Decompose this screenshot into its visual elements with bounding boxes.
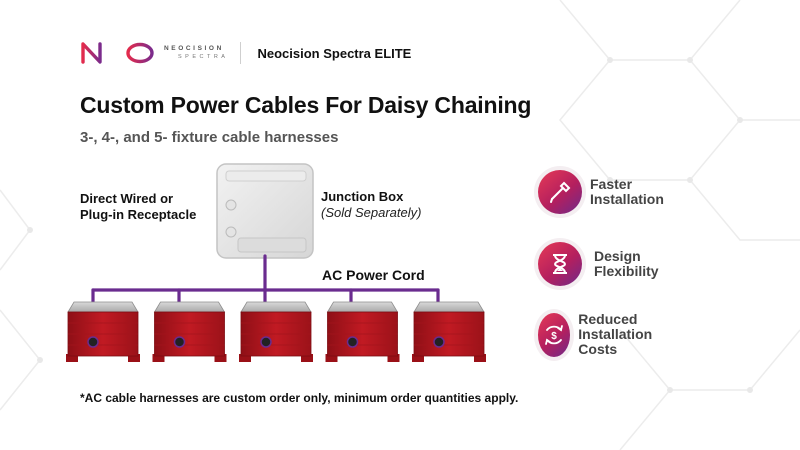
- feature-line1: Reduced: [578, 311, 638, 327]
- neo-logo: [81, 42, 154, 64]
- footnote: *AC cable harnesses are custom order onl…: [80, 391, 519, 405]
- header-divider: [240, 42, 242, 64]
- page-subtitle: 3-, 4-, and 5- fixture cable harnesses: [80, 129, 339, 146]
- logo-line1: NEOCISION: [164, 44, 224, 52]
- hourglass-icon: [538, 242, 582, 286]
- page-title: Custom Power Cables For Daisy Chaining: [80, 92, 532, 118]
- direct-wired-line1: Direct Wired or: [80, 191, 174, 206]
- fixtures-row: [66, 301, 486, 362]
- feature-line2: Flexibility: [594, 263, 659, 279]
- feature-line1: Faster: [590, 176, 633, 192]
- feature-line2: Installation Costs: [578, 326, 653, 357]
- feature-line2: Installation: [590, 191, 664, 207]
- feature-faster-installation: Faster Installation: [538, 170, 664, 214]
- header: NEOCISION SPECTRA Neocision Spectra ELIT…: [80, 40, 411, 66]
- screwdriver-icon: [538, 170, 582, 214]
- direct-wired-label: Direct Wired or Plug-in Receptacle: [80, 191, 196, 223]
- junction-box-label: Junction Box (Sold Separately): [321, 189, 421, 221]
- direct-wired-line2: Plug-in Receptacle: [80, 207, 197, 222]
- logo-subtext: NEOCISION SPECTRA: [164, 44, 229, 61]
- junction-box: [216, 163, 314, 259]
- junction-title: Junction Box: [321, 189, 404, 204]
- feature-reduced-costs: $ Reduced Installation Costs: [538, 312, 664, 357]
- dollar-arrows-icon: $: [538, 312, 571, 357]
- logo-line2: SPECTRA: [178, 54, 229, 60]
- ac-power-cord-label: AC Power Cord: [322, 267, 425, 283]
- fixture: [412, 301, 486, 362]
- product-name: Neocision Spectra ELITE: [257, 45, 412, 61]
- svg-text:$: $: [551, 331, 557, 342]
- fixture: [325, 301, 400, 362]
- feature-line1: Design: [594, 248, 641, 264]
- fixture: [66, 301, 140, 362]
- junction-sub: (Sold Separately): [321, 205, 422, 220]
- fixture: [152, 301, 227, 362]
- feature-design-flexibility: Design Flexibility: [538, 242, 659, 286]
- fixture: [239, 301, 313, 362]
